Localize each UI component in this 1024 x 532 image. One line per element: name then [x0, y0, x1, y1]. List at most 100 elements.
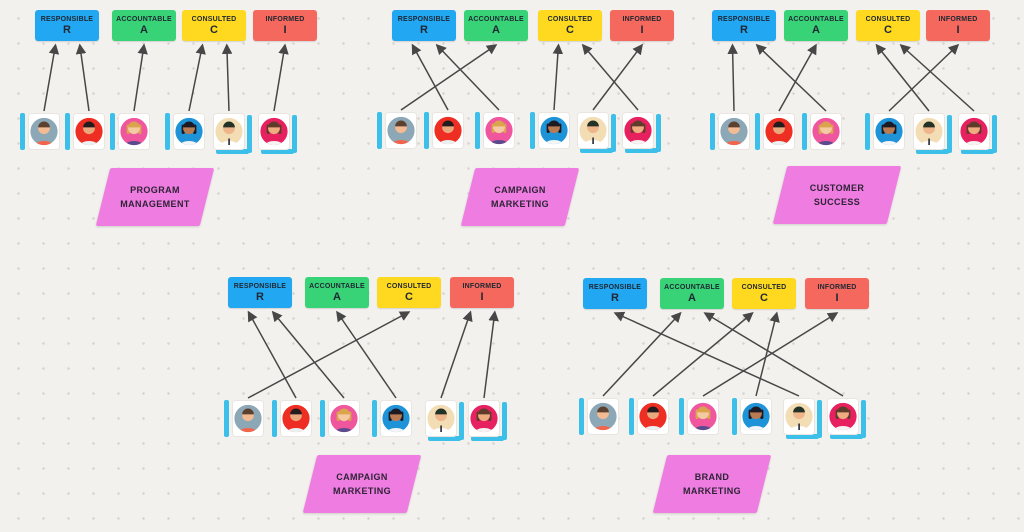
role-card-letter: C	[210, 23, 218, 36]
connector-arrow[interactable]	[435, 43, 500, 111]
connector-arrow[interactable]	[483, 310, 499, 399]
connector-arrow[interactable]	[271, 310, 345, 399]
connector-arrow[interactable]	[75, 43, 90, 112]
connector-arrow[interactable]	[411, 43, 449, 111]
avatar-image	[432, 112, 464, 149]
connector-arrow[interactable]	[888, 43, 960, 112]
member-avatar-2[interactable]	[432, 112, 464, 149]
connector-arrow[interactable]	[592, 43, 643, 111]
connector-arrow[interactable]	[440, 310, 473, 399]
team-name-label[interactable]: PROGRAM MANAGEMENT	[95, 168, 215, 226]
member-avatar-6[interactable]	[258, 113, 290, 150]
member-avatar-3[interactable]	[483, 112, 515, 149]
member-avatar-2[interactable]	[280, 400, 312, 437]
member-avatar-4[interactable]	[873, 113, 905, 150]
member-avatar-5[interactable]	[913, 113, 945, 150]
role-card-title: INFORMED	[265, 15, 305, 23]
role-card-title: CONSULTED	[191, 15, 237, 23]
connector-arrow[interactable]	[899, 43, 975, 112]
member-avatar-6[interactable]	[468, 400, 500, 437]
role-card-title: RESPONSIBLE	[233, 282, 287, 290]
team-name-label[interactable]: BRAND MARKETING	[652, 455, 772, 513]
connector-arrow[interactable]	[581, 43, 639, 111]
connector-arrow[interactable]	[703, 312, 844, 397]
connector-arrow[interactable]	[755, 311, 780, 397]
role-card-title: ACCOUNTABLE	[468, 15, 524, 23]
connector-arrow[interactable]	[400, 44, 498, 111]
connector-arrow[interactable]	[247, 310, 297, 399]
connector-arrow[interactable]	[221, 43, 233, 112]
avatar-image	[740, 398, 772, 435]
member-avatar-1[interactable]	[718, 113, 750, 150]
connector-arrow[interactable]	[188, 43, 206, 112]
member-avatar-6[interactable]	[958, 113, 990, 150]
member-avatar-5[interactable]	[783, 398, 815, 435]
member-avatar-2[interactable]	[763, 113, 795, 150]
team-name-label[interactable]: CAMPAIGN MARKETING	[460, 168, 580, 226]
connector-arrow[interactable]	[43, 43, 60, 112]
role-card-title: CONSULTED	[547, 15, 593, 23]
member-avatar-4[interactable]	[740, 398, 772, 435]
member-avatar-2[interactable]	[637, 398, 669, 435]
connector-arrow[interactable]	[652, 311, 754, 397]
avatar-image	[577, 112, 609, 149]
member-avatar-5[interactable]	[213, 113, 245, 150]
member-avatar-3[interactable]	[687, 398, 719, 435]
member-avatar-1[interactable]	[587, 398, 619, 435]
member-avatar-1[interactable]	[28, 113, 60, 150]
member-avatar-3[interactable]	[328, 400, 360, 437]
member-avatar-3[interactable]	[810, 113, 842, 150]
member-avatar-6[interactable]	[622, 112, 654, 149]
connector-arrow[interactable]	[702, 312, 839, 397]
member-avatar-3[interactable]	[118, 113, 150, 150]
connector-arrow[interactable]	[602, 311, 682, 397]
member-avatar-1[interactable]	[385, 112, 417, 149]
member-avatar-1[interactable]	[232, 400, 264, 437]
member-avatar-6[interactable]	[827, 398, 859, 435]
role-card-letter: A	[688, 291, 696, 304]
member-avatar-2[interactable]	[73, 113, 105, 150]
member-avatar-4[interactable]	[173, 113, 205, 150]
member-avatar-5[interactable]	[577, 112, 609, 149]
connector-arrow[interactable]	[875, 43, 930, 112]
connector-arrow[interactable]	[133, 43, 148, 112]
connector-arrow[interactable]	[778, 43, 817, 112]
member-avatar-5[interactable]	[425, 400, 457, 437]
connector-arrow[interactable]	[336, 310, 397, 399]
role-card-letter: R	[63, 23, 71, 36]
avatar-image	[118, 113, 150, 150]
member-avatar-4[interactable]	[380, 400, 412, 437]
connector-arrow[interactable]	[727, 43, 738, 112]
member-avatar-4[interactable]	[538, 112, 570, 149]
role-card-letter: C	[405, 290, 413, 303]
connector-arrow[interactable]	[755, 43, 827, 112]
connector-arrow[interactable]	[247, 311, 411, 399]
connector-arrow[interactable]	[613, 311, 800, 397]
team-name-label[interactable]: CAMPAIGN MARKETING	[302, 455, 422, 513]
connector-arrow[interactable]	[273, 43, 289, 112]
team-name-label[interactable]: CUSTOMER SUCCESS	[772, 166, 902, 224]
connector-arrow[interactable]	[552, 43, 564, 111]
avatar-image	[718, 113, 750, 150]
